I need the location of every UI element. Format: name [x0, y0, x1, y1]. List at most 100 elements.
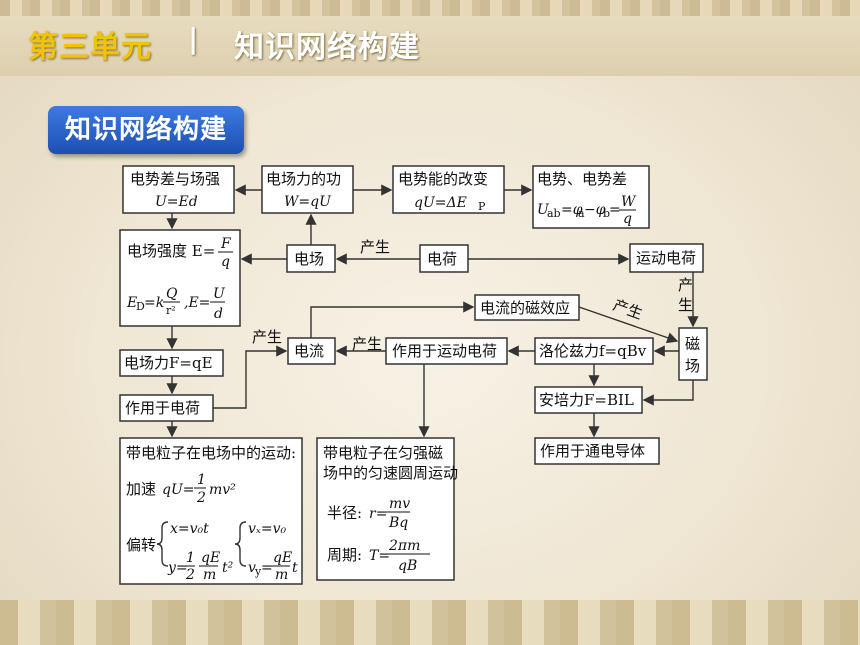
node-acts-on-charge: 作用于电荷: [119, 394, 214, 422]
svg-text:vₓ=v₀: vₓ=v₀: [248, 521, 287, 537]
svg-text:E: E: [126, 295, 137, 311]
svg-text:电场力F=qE: 电场力F=qE: [124, 354, 213, 372]
svg-text:r²: r²: [166, 304, 176, 317]
node-ampere-force: 安培力F=BIL: [534, 386, 643, 414]
node-magnetic-effect: 电流的磁效应: [474, 294, 580, 321]
node-moving-charge: 运动电荷: [629, 243, 704, 273]
svg-text:q: q: [221, 254, 230, 270]
svg-text:mv: mv: [389, 496, 410, 512]
diagram-connectors: [166, 184, 699, 438]
svg-text:ab: ab: [547, 207, 561, 220]
svg-text:2πm: 2πm: [388, 538, 420, 554]
svg-text:qB: qB: [398, 558, 417, 574]
svg-text:作用于通电导体: 作用于通电导体: [540, 442, 645, 460]
svg-text:1: 1: [197, 472, 206, 488]
svg-text:m: m: [275, 567, 288, 583]
svg-text:qU=ΔE: qU=ΔE: [414, 195, 467, 211]
svg-text:=k: =k: [144, 295, 164, 311]
svg-text:偏转: 偏转: [126, 536, 156, 554]
svg-text:电流: 电流: [294, 342, 324, 360]
node-magnetic-field: 磁 场: [678, 327, 708, 381]
svg-text:周期:: 周期:: [327, 546, 362, 564]
svg-text:U: U: [537, 202, 550, 218]
svg-text:电场强度 E=: 电场强度 E=: [127, 242, 215, 260]
edge-label-produce: 产生: [352, 335, 382, 353]
svg-text:2: 2: [196, 490, 206, 506]
svg-text:带电粒子在电场中的运动:: 带电粒子在电场中的运动:: [126, 444, 296, 462]
svg-text:mv²: mv²: [209, 482, 236, 498]
svg-text:=φ: =φ: [561, 202, 583, 218]
svg-text:电势能的改变: 电势能的改变: [398, 170, 488, 188]
svg-text:D: D: [136, 300, 145, 313]
svg-text:b: b: [603, 207, 610, 220]
svg-text:,E=: ,E=: [184, 295, 210, 311]
svg-text:m: m: [203, 567, 216, 583]
svg-text:a: a: [578, 207, 585, 220]
page-title: 知识网络构建: [234, 30, 420, 65]
svg-text:1: 1: [186, 550, 195, 566]
svg-text:电势差与场强: 电势差与场强: [130, 170, 220, 188]
svg-text:电流的磁效应: 电流的磁效应: [480, 299, 570, 317]
svg-text:运动电荷: 运动电荷: [636, 249, 696, 267]
svg-text:P: P: [478, 200, 486, 213]
bottom-decorative-border: [0, 600, 860, 645]
svg-text:场: 场: [685, 357, 700, 375]
node-current: 电流: [287, 337, 336, 365]
edge-label-produce: 产: [678, 276, 693, 294]
svg-text:v: v: [248, 560, 256, 576]
svg-text:场中的匀速圆周运动: 场中的匀速圆周运动: [323, 464, 458, 482]
svg-text:y=: y=: [167, 560, 188, 576]
svg-text:安培力F=BIL: 安培力F=BIL: [539, 391, 634, 409]
svg-text:带电粒子在匀强磁: 带电粒子在匀强磁: [323, 444, 443, 462]
svg-text:=: =: [261, 560, 273, 576]
node-acts-on-conductor: 作用于通电导体: [534, 437, 660, 465]
svg-text:T=: T=: [369, 548, 390, 564]
svg-text:作用于运动电荷: 作用于运动电荷: [392, 342, 497, 360]
svg-text:磁: 磁: [685, 335, 700, 353]
svg-text:qE: qE: [201, 550, 220, 566]
node-charge: 电荷: [419, 244, 469, 273]
svg-text:2: 2: [185, 567, 195, 583]
edge-label-produce: 产生: [360, 238, 390, 256]
node-potential-difference-field: 电势差与场强 U=Ed: [122, 165, 235, 214]
edge-label-produce: 产生: [252, 328, 282, 346]
svg-text:半径:: 半径:: [327, 504, 362, 522]
header-band: [0, 16, 860, 76]
svg-text:F: F: [220, 236, 232, 252]
svg-text:Bq: Bq: [388, 515, 408, 531]
svg-text:W: W: [621, 194, 637, 210]
svg-text:U=Ed: U=Ed: [155, 194, 198, 210]
node-potential: 电势、电势差 U ab =φ a −φ b = W q: [532, 165, 650, 229]
node-circular-motion: 带电粒子在匀强磁 场中的匀速圆周运动 半径: r= mv Bq 周期: T= 2…: [316, 437, 458, 581]
svg-text:d: d: [214, 306, 223, 322]
svg-text:x=v₀t: x=v₀t: [170, 521, 209, 537]
svg-text:q: q: [623, 211, 632, 227]
svg-text:qU=: qU=: [162, 482, 195, 498]
svg-text:电势、电势差: 电势、电势差: [537, 170, 627, 188]
svg-text:加速: 加速: [126, 480, 156, 498]
edge-label-produce: 生: [678, 296, 693, 314]
svg-text:作用于电荷: 作用于电荷: [125, 399, 200, 417]
svg-text:r=: r=: [369, 506, 387, 522]
node-electric-field: 电场: [286, 244, 336, 273]
node-field-strength: 电场强度 E= F q E D =k Q r² ,E= U d: [119, 229, 241, 327]
node-field-force: 电场力F=qE: [119, 349, 224, 377]
svg-text:电场: 电场: [294, 250, 324, 268]
svg-text:洛伦兹力f=qBv: 洛伦兹力f=qBv: [539, 342, 647, 360]
edge-label-produce: 产生: [611, 296, 645, 323]
header-separator: |: [188, 22, 199, 55]
svg-text:=: =: [609, 202, 621, 218]
node-lorentz-force: 洛伦兹力f=qBv: [534, 337, 654, 365]
svg-text:y: y: [254, 565, 262, 578]
svg-text:电场力的功: 电场力的功: [266, 170, 341, 188]
svg-text:−φ: −φ: [584, 202, 606, 218]
node-potential-energy-change: 电势能的改变 qU=ΔE P: [392, 165, 505, 214]
top-decorative-border: [0, 0, 860, 16]
section-badge: 知识网络构建: [48, 106, 244, 154]
node-acts-on-moving-charge: 作用于运动电荷: [385, 337, 508, 365]
svg-text:qE: qE: [273, 550, 292, 566]
node-field-force-work: 电场力的功 W=qU: [261, 165, 354, 214]
svg-text:t²: t²: [222, 560, 234, 576]
svg-text:Q: Q: [166, 286, 178, 302]
